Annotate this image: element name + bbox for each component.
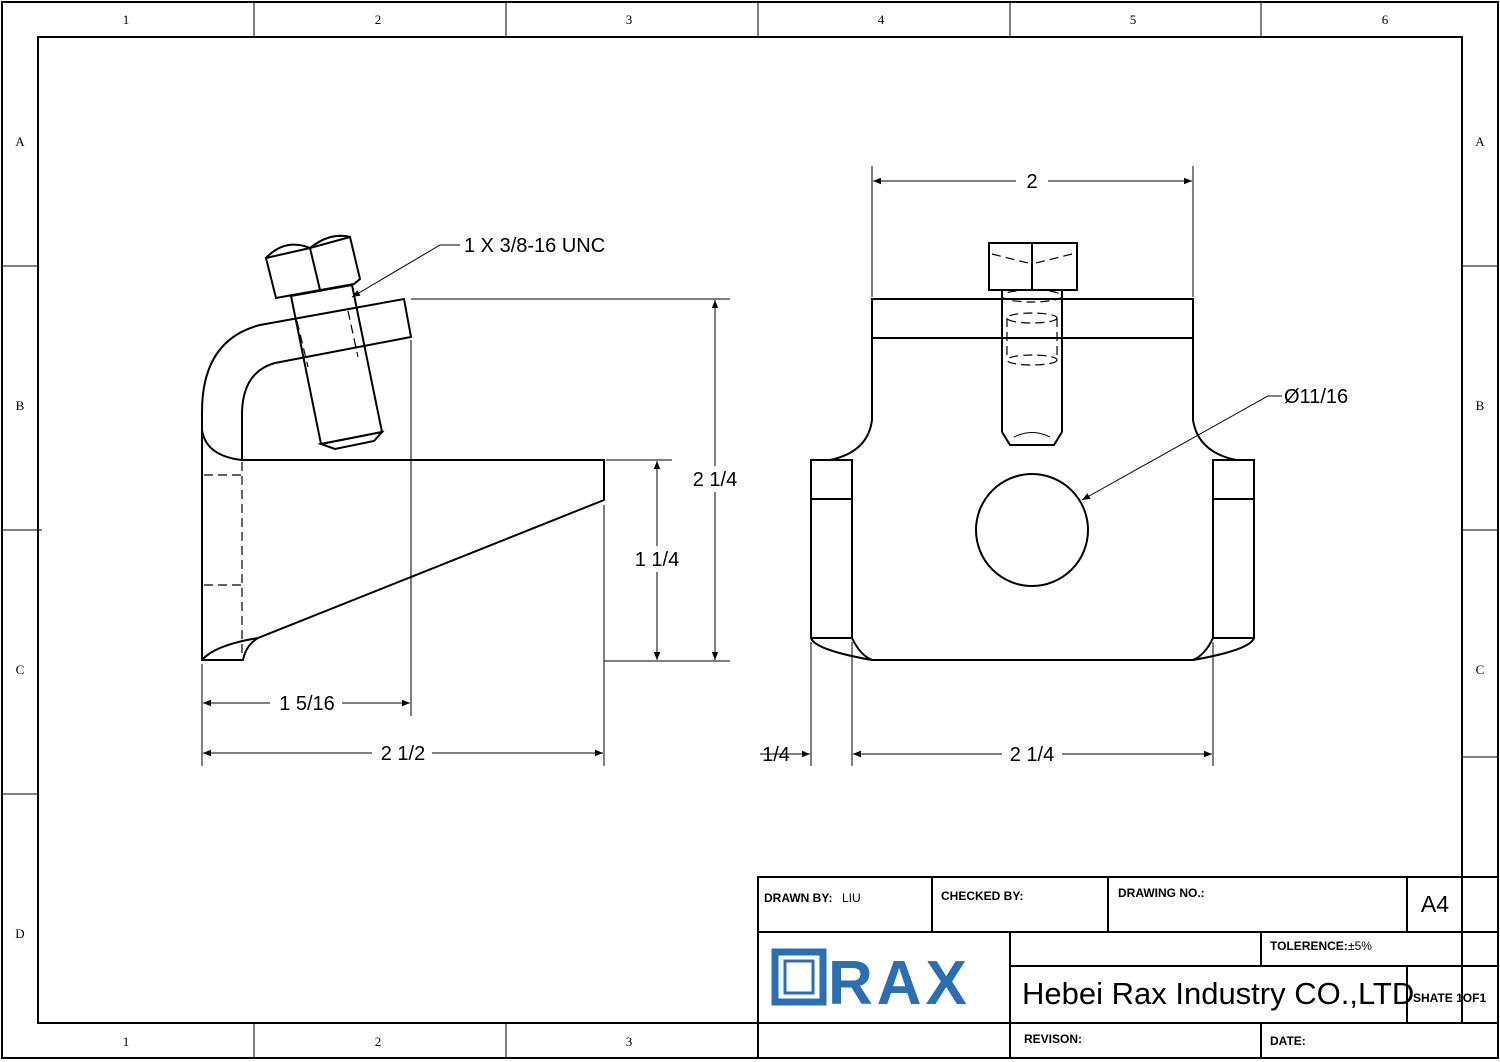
zone-row-a-right: A bbox=[1475, 134, 1485, 149]
bolt-callout: 1 X 3/8-16 UNC bbox=[464, 235, 605, 257]
dim-body-width: 2 1/4 bbox=[1010, 744, 1054, 766]
dim-total-length: 2 1/2 bbox=[381, 743, 425, 765]
zone-col-2-bottom: 2 bbox=[375, 1034, 382, 1049]
dim-total-height: 2 1/4 bbox=[693, 469, 737, 491]
dim-base-height: 1 1/4 bbox=[635, 549, 679, 571]
date-label: DATE: bbox=[1270, 1034, 1306, 1048]
checked-by-label: CHECKED BY: bbox=[941, 889, 1023, 903]
dim-lip: 1/4 bbox=[762, 744, 790, 766]
zone-row-b-right: B bbox=[1476, 398, 1485, 413]
rax-logo: RAX bbox=[771, 948, 971, 1018]
side-view-bolt bbox=[264, 234, 385, 451]
front-view: 2 Ø11/16 1/4 2 1/4 bbox=[760, 166, 1348, 767]
front-view-body bbox=[810, 338, 1255, 661]
zone-col-1-bottom: 1 bbox=[123, 1034, 130, 1049]
sheet-number: SHATE 1OF1 bbox=[1413, 991, 1486, 1005]
zone-col-6-top: 6 bbox=[1382, 12, 1389, 27]
zone-row-d-left: D bbox=[15, 926, 24, 941]
zone-col-3-bottom: 3 bbox=[626, 1034, 633, 1049]
company-name: Hebei Rax Industry CO.,LTD bbox=[1022, 976, 1414, 1011]
tolerance-label: TOLERENCE: bbox=[1270, 939, 1348, 953]
zone-row-b-left: B bbox=[16, 398, 25, 413]
revision-label: REVISON: bbox=[1024, 1032, 1082, 1046]
drawn-by-label: DRAWN BY: bbox=[764, 891, 832, 905]
front-view-bolt bbox=[988, 242, 1078, 446]
dim-top-width: 2 bbox=[1026, 171, 1037, 193]
zone-col-2-top: 2 bbox=[375, 12, 382, 27]
sheet-size: A4 bbox=[1421, 891, 1449, 917]
zone-row-c-right: C bbox=[1476, 662, 1485, 677]
zone-row-c-left: C bbox=[16, 662, 25, 677]
zone-row-a-left: A bbox=[15, 134, 25, 149]
dim-hole-diameter: Ø11/16 bbox=[1284, 386, 1348, 408]
zone-col-3-top: 3 bbox=[626, 12, 633, 27]
tolerance-value: ±5% bbox=[1348, 939, 1372, 953]
zone-labels: 1 2 3 4 5 6 1 2 3 A B C D A B C bbox=[15, 12, 1485, 1049]
drawing-no-label: DRAWING NO.: bbox=[1118, 886, 1205, 900]
dim-bolt-offset: 1 5/16 bbox=[279, 693, 335, 715]
logo-text: RAX bbox=[828, 949, 971, 1018]
front-view-hole bbox=[975, 473, 1089, 587]
zone-col-4-top: 4 bbox=[878, 12, 885, 27]
zone-col-5-top: 5 bbox=[1130, 12, 1137, 27]
zone-col-1-top: 1 bbox=[123, 12, 130, 27]
title-block: DRAWN BY: LIU CHECKED BY: DRAWING NO.: A… bbox=[757, 876, 1499, 1059]
side-view-body bbox=[201, 297, 605, 661]
drawn-by-value: LIU bbox=[842, 891, 861, 905]
side-view: 1 X 3/8-16 UNC 2 1/4 1 1/4 1 5/16 2 1/2 bbox=[201, 234, 743, 766]
